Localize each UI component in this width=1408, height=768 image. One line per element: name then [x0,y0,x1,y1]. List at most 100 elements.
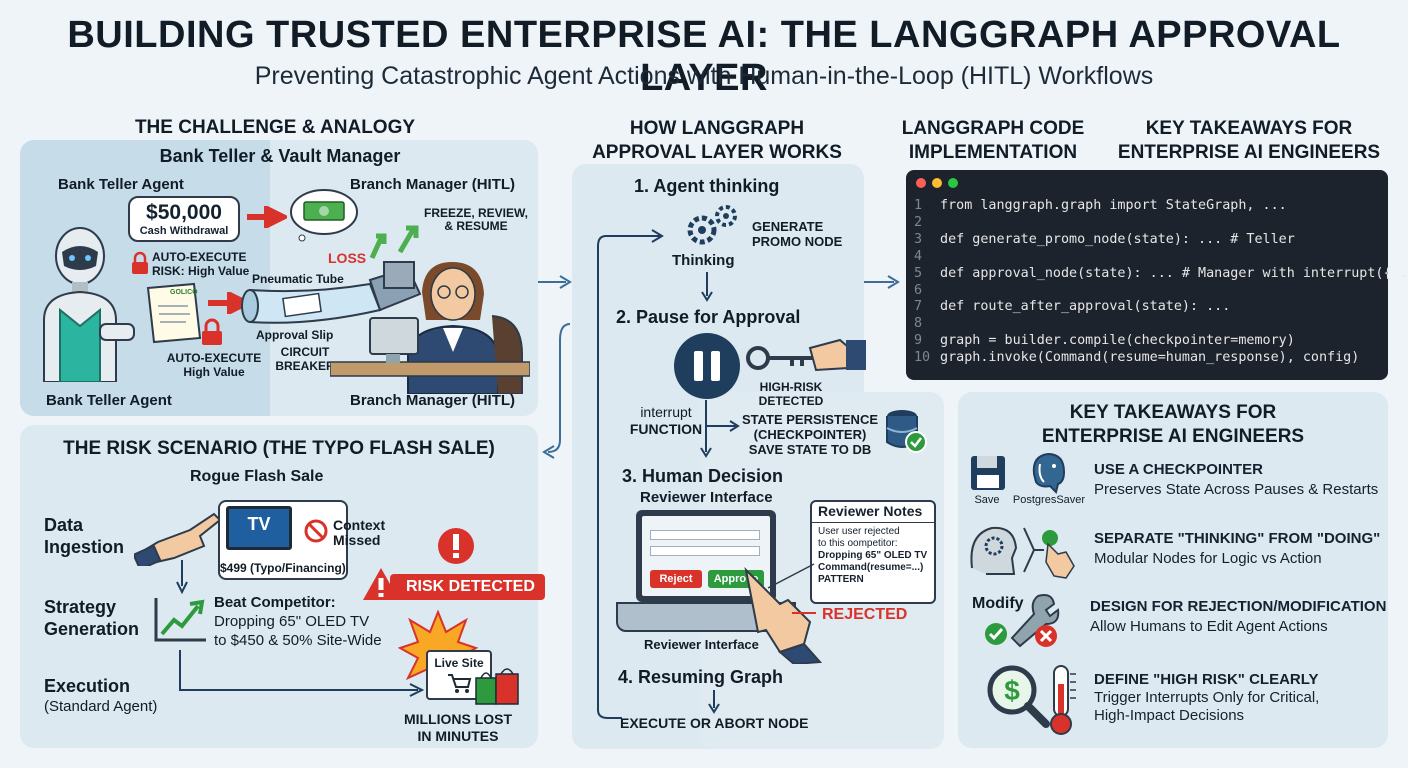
high-risk-label: HIGH-RISK DETECTED [744,380,838,408]
thinking-doing-icon [970,526,1075,579]
rejected-dash [792,612,816,614]
persist-c: SAVE STATE TO DB [748,442,872,457]
freeze-text: FREEZE, REVIEW, [423,206,528,220]
bottom-teller-label: Bank Teller Agent [46,392,172,409]
live-site-label: Live Site [434,656,484,670]
millions-b: IN MINUTES [417,728,499,744]
reviewer-notes-card [810,500,936,604]
how-heading: HOW LANGGRAPH APPROVAL LAYER WORKS [572,117,862,165]
interrupt-a: interrupt [640,404,692,420]
state-persistence-label: STATE PERSISTENCE (CHECKPOINTER) SAVE ST… [738,412,882,457]
loop-back-arrow [597,229,664,719]
receipt-icon [146,282,202,344]
code-line: 6 [914,283,1408,300]
circuit-text: CIRCUIT [280,345,330,359]
freeze-review-label: FREEZE, REVIEW, & RESUME [420,207,532,233]
auto-execute-warning: AUTO-EXECUTE RISK: High Value [152,250,249,278]
svg-text:$: $ [1004,675,1020,706]
reject-button[interactable]: Reject [650,570,702,588]
generate-a: GENERATE [752,219,824,234]
reviewer-interface-bottom: Reviewer Interface [644,637,759,652]
pointing-hand-icon [134,512,222,566]
step4-label: 4. Resuming Graph [618,667,784,687]
risk-high-value-text: RISK: High Value [152,264,250,278]
code-line-text [932,283,940,298]
high-value-text: High Value [183,365,245,379]
magnifier-dollar-icon: $ [987,665,1050,728]
code-line-text [932,249,940,264]
code-line-text: def generate_promo_node(state): ... # Te… [932,231,1295,247]
beat-b: Dropping 65" OLED TV [214,613,370,630]
takeaway-item-3: DESIGN FOR REJECTION/MODIFICATION Allow … [1090,597,1386,637]
reviewer-notes-body: User user rejected to this oompetitor: D… [818,526,927,586]
freeze-arrows-icon [369,225,419,260]
missed-text: Missed [333,532,381,548]
code-line-number: 2 [914,214,923,230]
code-line-number: 4 [914,248,923,264]
code-line: 1 from langgraph.graph import StateGraph… [914,198,1408,215]
auto-execute-warning-2: AUTO-EXECUTE High Value [164,351,264,379]
code-heading: LANGGRAPH CODE IMPLEMENTATION [888,117,1098,165]
beat-c: to $450 & 50% Site-Wide [214,632,382,649]
code-line-text: def route_after_approval(state): ... [932,299,1231,315]
takeaway-1-desc: Preserves State Across Pauses & Restarts [1094,481,1379,498]
step3-label: 3. Human Decision [622,466,784,486]
code-line-text [932,215,940,230]
bottom-manager-label: Branch Manager (HITL) [350,392,516,409]
lock-icon-2 [202,318,222,345]
save-label: Save [974,494,1000,506]
context-missed-label: Context Missed [333,518,385,548]
tv-screen-icon [226,506,292,550]
takeaway-4-desc: Trigger Interrupts Only for Critical, [1094,689,1320,706]
takeaways-top-heading: KEY TAKEAWAYS FOR ENTERPRISE AI ENGINEER… [1108,117,1390,165]
notes-pointer-line [767,563,815,589]
gears-thinking-icon [687,205,737,245]
arrow-down-1 [701,272,713,302]
rejected-label: REJECTED [822,606,908,623]
auto-execute-text: AUTO-EXECUTE [152,250,247,264]
code-line-text: graph = builder.compile(checkpointer=mem… [932,333,1295,349]
generate-b: PROMO NODE [752,234,843,249]
clicking-hand-icon [744,566,823,664]
takeaways-heading-b: ENTERPRISE AI ENGINEERS [1041,426,1305,447]
resume-text: & RESUME [444,219,508,233]
breaker-text: BREAKER [275,359,335,373]
notes-line-3: Dropping 65" OLED TV [818,550,928,561]
robot-teller-icon [43,227,135,382]
code-lines: 1 from langgraph.graph import StateGraph… [914,198,1408,367]
interrupt-b: FUNCTION [629,421,703,437]
code-line: 2 [914,215,1408,232]
teller-label: Bank Teller Agent [58,176,184,193]
reviewer-field-1[interactable] [650,530,760,540]
tv-label: TV [247,514,271,534]
floppy-save-icon [971,456,1005,490]
takeaway-2-desc: Modular Nodes for Logic vs Action [1094,550,1322,567]
high-risk-b: DETECTED [758,394,824,408]
code-line-text [932,316,940,331]
notes-line-2: to this oompetitor: [818,538,898,549]
takeaways-heading: KEY TAKEAWAYS FOR ENTERPRISE AI ENGINEER… [958,401,1388,449]
window-maximize-icon[interactable] [948,178,958,188]
manager-label: Branch Manager (HITL) [350,176,516,193]
window-minimize-icon[interactable] [932,178,942,188]
code-line-number: 8 [914,316,923,332]
code-line-number: 5 [914,265,923,281]
takeaway-item-2: SEPARATE "THINKING" FROM "DOING" Modular… [1094,529,1380,569]
reviewer-notes-title: Reviewer Notes [818,503,923,519]
window-close-icon[interactable] [916,178,926,188]
takeaway-3-desc: Allow Humans to Edit Agent Actions [1090,618,1328,635]
millions-a: MILLIONS LOST [403,711,513,727]
step1-label: 1. Agent thinking [634,176,780,196]
code-line: 8 [914,316,1408,333]
notes-line-1: User user rejected [818,526,900,537]
withdrawal-amount: $50,000 [146,201,222,224]
pause-icon[interactable] [674,333,740,399]
trend-chart-icon [154,598,206,642]
key-hand-icon [746,338,866,372]
code-line: 3 def generate_promo_node(state): ... # … [914,232,1408,249]
millions-lost-label: MILLIONS LOST IN MINUTES [398,711,518,745]
connector-arrow-right [538,275,572,289]
reviewer-field-2[interactable] [650,546,760,556]
risk-detected-badge: RISK DETECTED [390,574,545,600]
code-editor: 1 from langgraph.graph import StateGraph… [906,170,1408,380]
